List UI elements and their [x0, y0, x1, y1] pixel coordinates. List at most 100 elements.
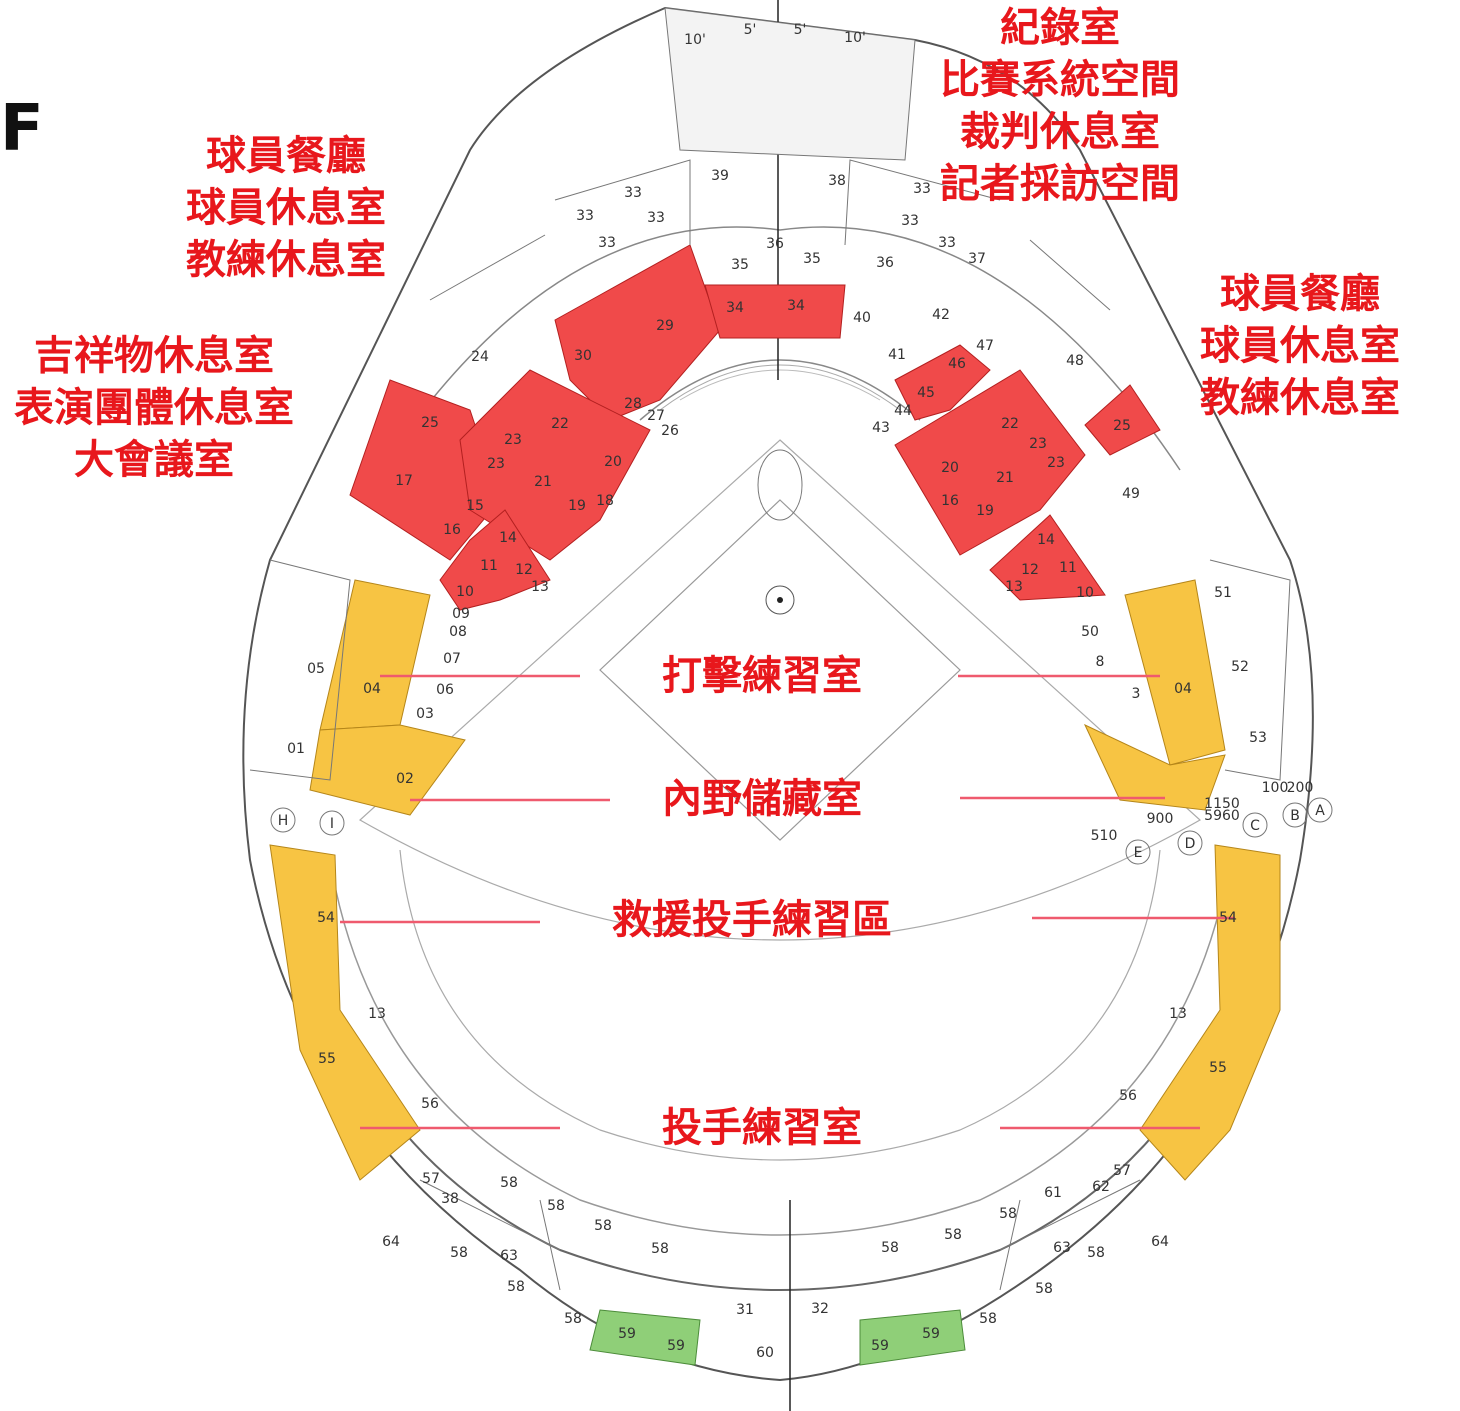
callout-top-center: 紀錄室 比賽系統空間 裁判休息室 記者採訪空間: [940, 5, 1180, 207]
room-04-right: [1124, 579, 1226, 766]
svg-text:22: 22: [1001, 416, 1019, 432]
svg-text:04: 04: [1174, 681, 1192, 697]
svg-text:64: 64: [1151, 1234, 1169, 1250]
svg-text:13: 13: [368, 1006, 386, 1022]
svg-text:B: B: [1290, 808, 1300, 824]
field-diamond: [358, 439, 1202, 941]
svg-text:34: 34: [726, 300, 744, 316]
label-batting-practice: 打擊練習室: [662, 653, 862, 699]
svg-text:35: 35: [803, 251, 821, 267]
svg-text:58: 58: [564, 1311, 582, 1327]
room-04-left: [319, 579, 431, 731]
svg-text:38: 38: [828, 173, 846, 189]
svg-text:38: 38: [441, 1191, 459, 1207]
outer-wall: [242, 6, 1314, 1382]
svg-text:03: 03: [416, 706, 434, 722]
label-infield-storage: 內野儲藏室: [662, 776, 862, 822]
svg-text:5': 5': [744, 22, 757, 38]
svg-text:55: 55: [1209, 1060, 1227, 1076]
room-16-23-right: [894, 369, 1086, 556]
svg-text:33: 33: [913, 181, 931, 197]
svg-text:22: 22: [551, 416, 569, 432]
svg-text:32: 32: [811, 1301, 829, 1317]
svg-text:33: 33: [647, 210, 665, 226]
svg-text:50: 50: [1081, 624, 1099, 640]
callout-top-left: 球員餐廳 球員休息室 教練休息室: [186, 133, 386, 283]
svg-text:13: 13: [1005, 579, 1023, 595]
svg-text:10': 10': [844, 30, 866, 46]
svg-text:59: 59: [618, 1326, 636, 1342]
svg-text:51: 51: [1214, 585, 1232, 601]
svg-text:09: 09: [452, 606, 470, 622]
svg-text:48: 48: [1066, 353, 1084, 369]
svg-text:61: 61: [1044, 1185, 1062, 1201]
svg-text:59: 59: [667, 1338, 685, 1354]
room-29-30: [554, 244, 721, 421]
room-10-14-left: [439, 509, 551, 611]
svg-text:47: 47: [976, 338, 994, 354]
svg-text:900: 900: [1147, 811, 1174, 827]
svg-text:36: 36: [876, 255, 894, 271]
svg-text:64: 64: [382, 1234, 400, 1250]
svg-text:59: 59: [871, 1338, 889, 1354]
svg-text:08: 08: [449, 624, 467, 640]
svg-text:53: 53: [1249, 730, 1267, 746]
svg-text:36: 36: [766, 236, 784, 252]
svg-text:27: 27: [647, 408, 665, 424]
room-02-right: [1083, 723, 1226, 811]
room-02-left: [309, 724, 466, 816]
svg-text:12: 12: [1021, 562, 1039, 578]
svg-text:28: 28: [624, 396, 642, 412]
svg-text:25: 25: [1113, 418, 1131, 434]
svg-text:17: 17: [395, 473, 413, 489]
svg-text:18: 18: [596, 493, 614, 509]
svg-text:5960: 5960: [1204, 808, 1240, 824]
room-17-25: [349, 379, 501, 561]
label-bullpen: 救援投手練習區: [612, 897, 892, 943]
svg-text:58: 58: [507, 1279, 525, 1295]
svg-text:62: 62: [1092, 1179, 1110, 1195]
svg-text:16: 16: [443, 522, 461, 538]
svg-text:C: C: [1250, 818, 1260, 834]
svg-text:35: 35: [731, 257, 749, 273]
svg-text:59: 59: [922, 1326, 940, 1342]
room-54-55-left: [269, 844, 421, 1181]
svg-text:29: 29: [656, 318, 674, 334]
svg-text:14: 14: [499, 530, 517, 546]
svg-text:33: 33: [624, 185, 642, 201]
svg-text:54: 54: [1219, 910, 1237, 926]
svg-text:43: 43: [872, 420, 890, 436]
svg-text:10': 10': [684, 32, 706, 48]
svg-text:23: 23: [1047, 455, 1065, 471]
svg-text:23: 23: [487, 456, 505, 472]
svg-text:D: D: [1185, 836, 1196, 852]
svg-text:14: 14: [1037, 532, 1055, 548]
svg-text:200: 200: [1287, 780, 1314, 796]
svg-text:21: 21: [996, 470, 1014, 486]
room-25-right: [1084, 384, 1161, 456]
svg-text:58: 58: [979, 1311, 997, 1327]
svg-text:5': 5': [794, 22, 807, 38]
svg-text:23: 23: [1029, 436, 1047, 452]
svg-text:05: 05: [307, 661, 325, 677]
svg-text:02: 02: [396, 771, 414, 787]
svg-text:58: 58: [944, 1227, 962, 1243]
svg-text:63: 63: [500, 1248, 518, 1264]
svg-text:33: 33: [598, 235, 616, 251]
svg-text:11: 11: [1059, 560, 1077, 576]
svg-text:56: 56: [1119, 1088, 1137, 1104]
svg-text:37: 37: [968, 251, 986, 267]
svg-text:13: 13: [531, 579, 549, 595]
svg-text:49: 49: [1122, 486, 1140, 502]
svg-text:57: 57: [422, 1171, 440, 1187]
svg-text:E: E: [1134, 845, 1143, 861]
svg-text:21: 21: [534, 474, 552, 490]
grid-marker: A: [1315, 803, 1325, 819]
svg-text:100: 100: [1262, 780, 1289, 796]
room-10-14-right: [989, 514, 1106, 601]
svg-text:25: 25: [421, 415, 439, 431]
svg-text:30: 30: [574, 348, 592, 364]
svg-text:58: 58: [1087, 1245, 1105, 1261]
svg-text:12: 12: [515, 562, 533, 578]
svg-text:57: 57: [1113, 1163, 1131, 1179]
